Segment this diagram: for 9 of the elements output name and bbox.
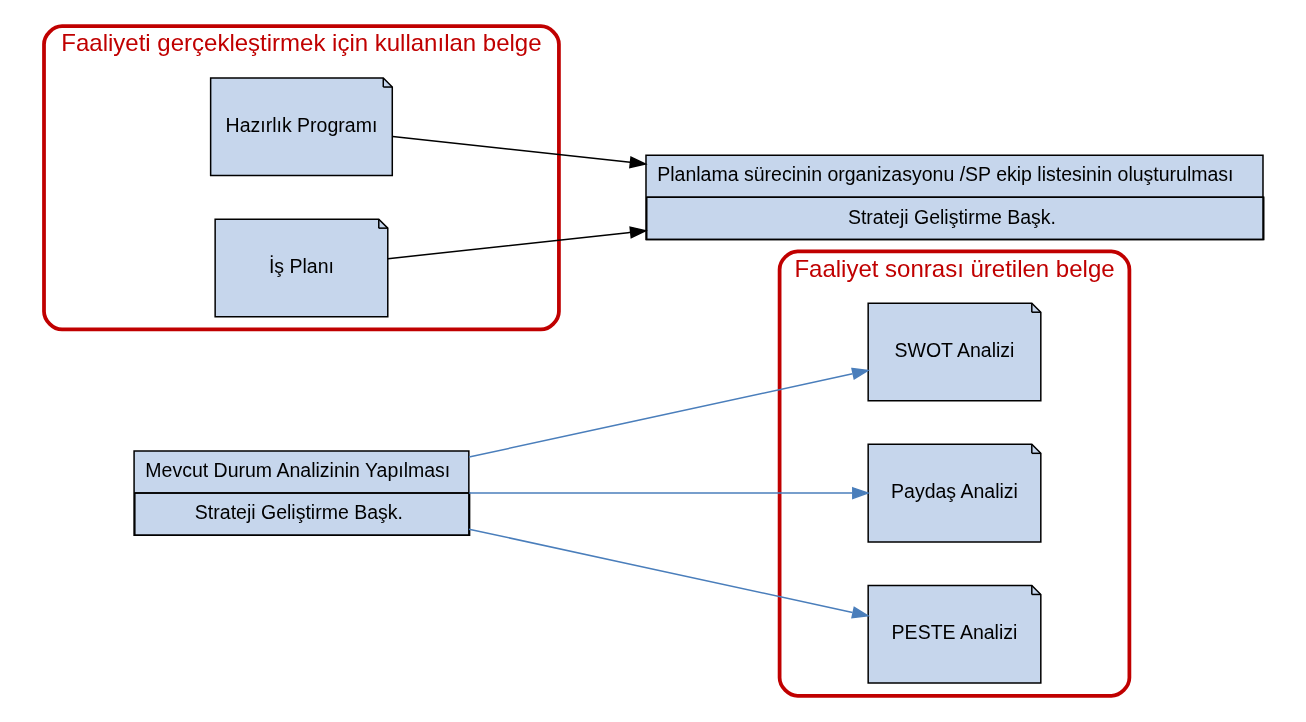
arrow — [386, 226, 648, 260]
arrow — [467, 528, 870, 619]
arrow — [467, 367, 870, 458]
node-label: Faaliyeti gerçekleştirmek için kullanılan belge — [60, 29, 542, 57]
node-label: Faaliyet sonrası üretilen belge — [793, 254, 1115, 282]
cluster — [777, 249, 1131, 698]
arrow — [467, 486, 870, 500]
cluster — [41, 24, 561, 332]
arrow — [391, 135, 648, 169]
